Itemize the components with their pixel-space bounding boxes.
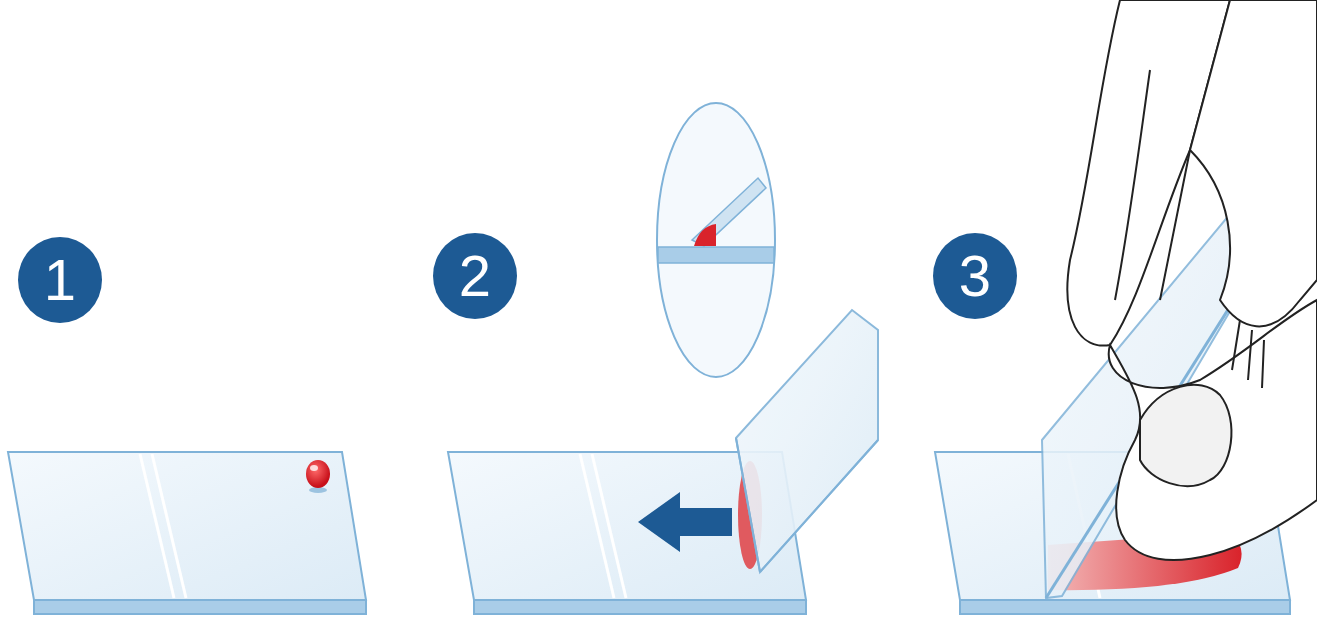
step-number-circle: 3 bbox=[932, 232, 1018, 320]
step-number: 3 bbox=[932, 232, 1018, 320]
step-number-circle: 2 bbox=[432, 232, 518, 320]
magnifier bbox=[657, 103, 775, 377]
step-number: 2 bbox=[432, 232, 518, 320]
step-number: 1 bbox=[17, 236, 103, 324]
gloved-hand bbox=[1067, 0, 1317, 560]
step-number-circle: 1 bbox=[17, 236, 103, 324]
slide-1 bbox=[8, 452, 366, 614]
slide-2 bbox=[448, 310, 878, 614]
